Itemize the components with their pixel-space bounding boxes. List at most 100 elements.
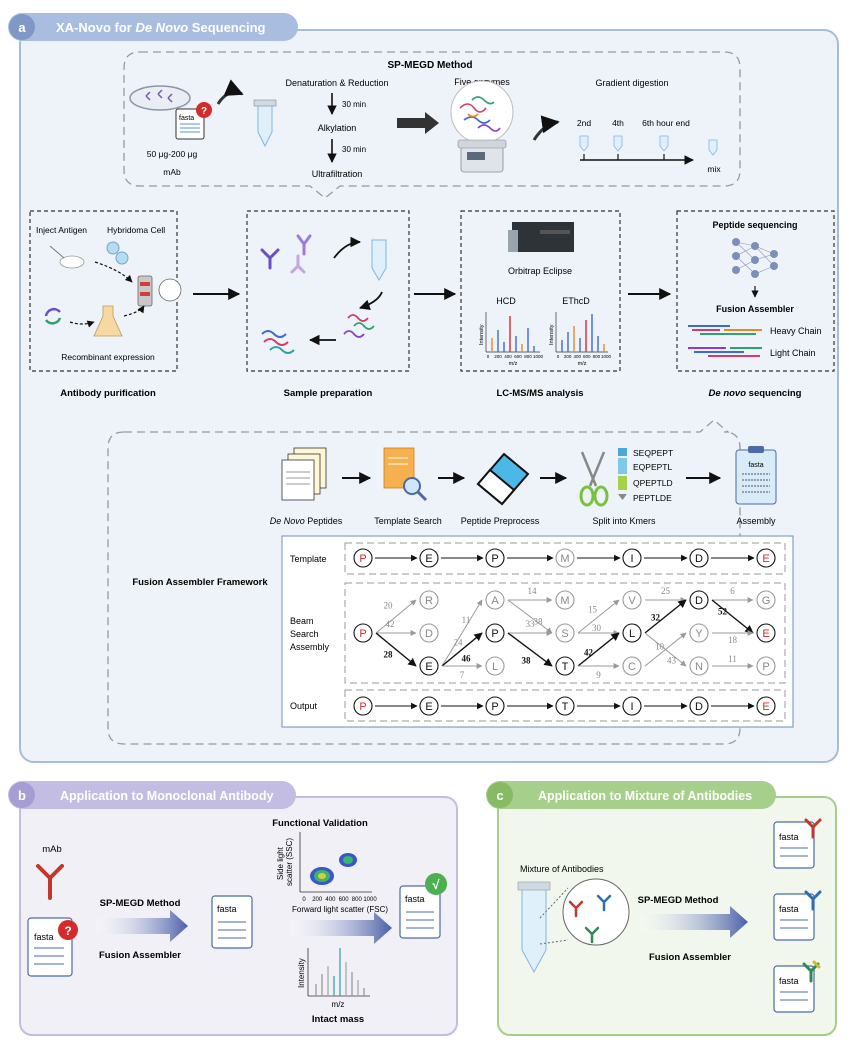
- beam-edge-weight: 43: [667, 656, 677, 666]
- panel-c-title: Application to Mixture of Antibodies: [538, 789, 752, 803]
- tick-label: 400: [573, 354, 581, 359]
- timeline-ticks: [583, 154, 665, 160]
- c-fasta-1: fasta: [779, 832, 799, 842]
- tick-label: 1000: [533, 354, 544, 359]
- ethcd-spectrum: [555, 312, 608, 353]
- residue-letter: M: [560, 595, 569, 607]
- residue-node: [555, 623, 575, 643]
- residue-node: [419, 696, 439, 716]
- timeline-mix: mix: [707, 164, 721, 174]
- neural-network-icon: [732, 238, 778, 278]
- b-method: SP-MEGD Method: [100, 898, 181, 909]
- beam-label-3: Assembly: [290, 642, 330, 652]
- residue-node: [353, 548, 373, 568]
- c-mixture-antibodies-icon: [568, 894, 612, 944]
- tick-label: 200: [494, 354, 502, 359]
- hybridoma-cells-icon: [106, 241, 129, 265]
- bioreactor-icon: [137, 275, 153, 307]
- tick-label: 1000: [601, 354, 612, 359]
- sample-prep-box: [246, 210, 410, 372]
- c-assembler: Fusion Assembler: [649, 952, 731, 963]
- beam-edge-weight: 46: [462, 654, 472, 664]
- b-fasta-doc-3-icon: [399, 885, 441, 939]
- digester-machine-icon: [457, 139, 507, 173]
- peptides-stack-icon: [281, 447, 327, 501]
- beam-edge: [441, 632, 483, 667]
- peptide-strands-icon: [261, 330, 295, 354]
- residue-node: [485, 656, 505, 676]
- preprocess-label: Peptide Preprocess: [461, 516, 540, 526]
- antibodies-icon: [260, 234, 312, 274]
- beam-edge-weight: 38: [534, 617, 544, 627]
- b-fasta-label-2: fasta: [217, 904, 237, 914]
- mab-dish: [129, 85, 191, 111]
- beam-edge-weight: 24: [454, 638, 464, 648]
- residue-node: [689, 548, 709, 568]
- tick-label: 0: [302, 897, 306, 903]
- panel-a-letter-badge: [9, 14, 35, 40]
- residue-node: [622, 548, 642, 568]
- step-time-1: 30 min: [342, 100, 366, 109]
- assembly-label: Assembly: [736, 516, 776, 526]
- beam-edge-weight: 42: [386, 619, 395, 629]
- residue-letter: G: [762, 595, 771, 607]
- flow-cytometry-plot: [299, 832, 372, 893]
- hybridoma: Hybridoma Cell: [107, 225, 165, 235]
- residue-letter: P: [359, 628, 366, 640]
- timeline-2nd: 2nd: [577, 118, 591, 128]
- sample-amount: 50 μg-200 μg: [147, 149, 198, 159]
- eraser-icon: [476, 452, 530, 506]
- residue-node: [689, 623, 709, 643]
- residue-node: [485, 548, 505, 568]
- beam-edge-weight: 38: [522, 656, 532, 666]
- residue-letter: M: [560, 553, 569, 565]
- residue-node: [756, 623, 776, 643]
- residue-letter: P: [762, 661, 769, 673]
- kmer-bar-icon: [618, 448, 627, 500]
- fasta-doc-icon: [175, 108, 205, 140]
- residue-letter: C: [628, 661, 636, 673]
- residue-node: [689, 656, 709, 676]
- beam-row-box: [344, 582, 786, 684]
- fusion-assembler-label: Fusion Assembler: [716, 304, 794, 314]
- b-check-badge: [425, 873, 447, 895]
- residue-node: [756, 696, 776, 716]
- residue-letter: E: [425, 661, 432, 673]
- residue-node: [622, 696, 642, 716]
- tube-icon: [253, 99, 277, 148]
- residue-node: [622, 656, 642, 676]
- antibody-bubble: [158, 278, 182, 302]
- beam-edge-weight: 14: [528, 586, 538, 596]
- c-zoom-line-2: [539, 939, 569, 945]
- light-chain-reads-icon: [688, 347, 762, 357]
- beam-edge-weight: 10: [655, 642, 665, 652]
- beam-edge-weight: 32: [651, 613, 661, 623]
- panel-b-letter-badge: [9, 782, 35, 808]
- residue-letter: L: [629, 628, 635, 640]
- mini-tubes-icon: [579, 135, 718, 156]
- prep-tube-icon: [371, 239, 387, 281]
- spmegd-title: SP-MEGD Method: [388, 60, 473, 71]
- light-chain-label: Light Chain: [770, 348, 816, 358]
- beam-edge: [507, 599, 553, 634]
- b-ssc-1: Side light: [276, 846, 285, 880]
- panel-a-pill: [8, 13, 298, 41]
- beam-edge: [441, 599, 483, 667]
- scissors-icon: [579, 451, 609, 507]
- step-alkylation: Alkylation: [318, 123, 357, 133]
- output-label: Output: [290, 701, 318, 711]
- residue-node: [555, 656, 575, 676]
- b-question-badge: [58, 920, 78, 940]
- curved-arrow-1: [216, 79, 244, 105]
- b-block-arrow-2: [290, 912, 392, 944]
- residue-letter: P: [359, 553, 366, 565]
- residue-node: [689, 696, 709, 716]
- digested-peptides-icon: [343, 314, 375, 338]
- c-block-arrow: [640, 906, 748, 938]
- beam-edge-weight: 20: [384, 601, 394, 611]
- residue-letter: P: [491, 553, 498, 565]
- b-fasta-label: fasta: [34, 932, 54, 942]
